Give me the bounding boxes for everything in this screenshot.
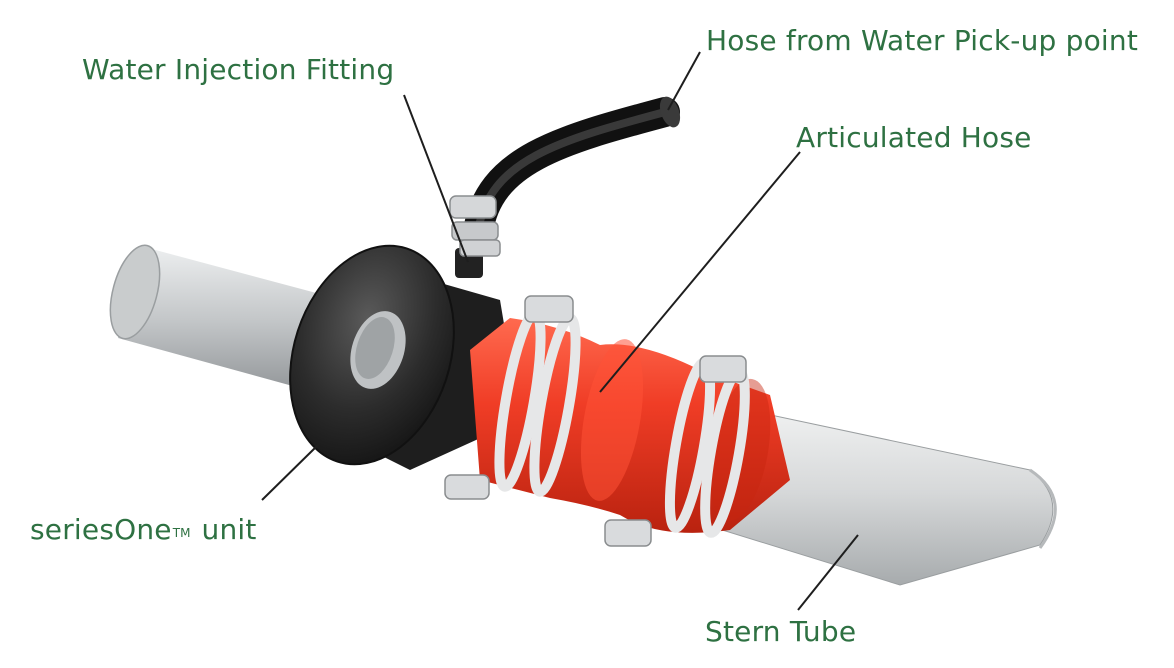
articulated-hose-shape [444,295,790,547]
injection-fitting-shape [449,195,501,278]
label-stern-tube: Stern Tube [705,615,857,648]
label-series-one-unit: seriesOneTM unit [30,516,257,544]
label-series-one-prefix: seriesOne [30,513,172,546]
leader-series-one-unit [261,444,319,501]
pickup-hose-shape [463,96,681,247]
label-water-injection-fitting: Water Injection Fitting [82,53,395,86]
leader-water-injection-fitting [403,94,469,263]
leader-hose-from-pickup [667,51,701,111]
trademark-mark: TM [172,526,191,540]
leader-stern-tube [797,534,859,611]
series-one-unit-shape [289,244,520,470]
label-articulated-hose: Articulated Hose [796,121,1032,154]
label-hose-from-pickup: Hose from Water Pick-up point [706,24,1139,57]
label-series-one-suffix: unit [201,513,257,546]
leader-articulated-hose [599,151,801,393]
